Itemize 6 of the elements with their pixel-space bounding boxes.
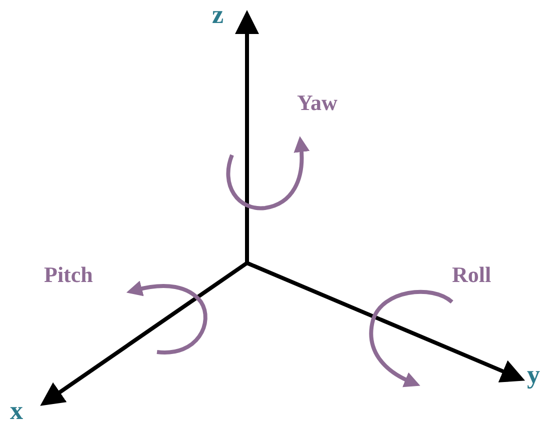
rotation-label: Yaw: [297, 92, 338, 114]
rotation-label: Pitch: [44, 264, 93, 286]
axis-label: x: [10, 398, 23, 424]
rotation-label: Roll: [452, 264, 492, 286]
axis-label: z: [212, 2, 224, 28]
axis-label: y: [527, 362, 540, 388]
